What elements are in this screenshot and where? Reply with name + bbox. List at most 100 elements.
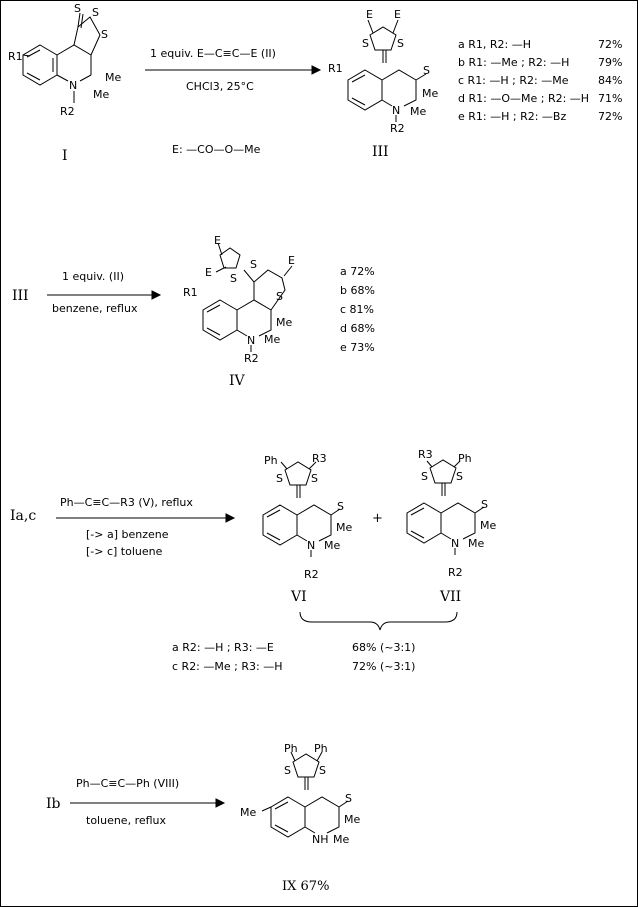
compound-IV-label: IV [229,373,246,389]
reagent-text: Ph—C≡C—R3 (V), reflux [60,496,193,509]
compound-III-start-label: III [12,288,29,304]
conditions-text: CHCl3, 25°C [186,80,254,93]
compound-VII-label: VII [439,589,461,605]
reagent-text: 1 equiv. (II) [62,270,124,283]
substituent-r2-label: R2 [244,352,259,365]
atom-s-label: S [101,28,108,41]
methyl-label: Me [422,87,438,100]
variants-table: a R1, R2: —H 72% b R1: —Me ; R2: —H 79% … [458,38,622,123]
atom-s-label: S [397,37,404,50]
atom-n-label: N [307,539,315,552]
variant-yield: 84% [598,74,622,87]
methyl-label: Me [410,105,426,118]
variant-desc: a R1, R2: —H [458,38,531,51]
variant-desc: b R1: —Me ; R2: —H [458,56,569,69]
scheme-2: III 1 equiv. (II) benzene, reflux E E E … [12,234,375,389]
substituent-r2-label: R2 [390,122,405,135]
methyl-label: Me [105,71,121,84]
methyl-label: Me [344,813,360,826]
atom-s-label: S [276,472,283,485]
phenyl-label: Ph [264,454,278,467]
atom-s-label: S [230,272,237,285]
variant-yield: 72% (~3:1) [352,660,415,673]
phenyl-label: Ph [284,742,298,755]
atom-s-label: S [421,470,428,483]
conditions-text: [-> c] toluene [86,545,163,558]
atom-s-label: S [92,6,99,19]
compound-I-structure [22,12,101,103]
plus-sign: + [372,511,383,526]
thione-s-label: S [481,498,488,511]
variant-yield: a 72% [340,265,375,278]
substituent-r1-label: R1 [183,286,198,299]
thione-s-label: S [337,500,344,513]
methyl-label: Me [93,88,109,101]
variant-yield: 79% [598,56,622,69]
reagent-text: 1 equiv. E—C≡C—E (II) [150,47,276,60]
substituent-r2-label: R2 [448,566,463,579]
ester-e-label: E [288,254,295,267]
compound-VI-label: VI [290,589,307,605]
conditions-text: toluene, reflux [86,814,167,827]
atom-s-label: S [319,764,326,777]
atom-s-label: S [456,470,463,483]
variant-desc: d R1: —O—Me ; R2: —H [458,92,589,105]
variant-yield: 72% [598,38,622,51]
methyl-label: Me [324,539,340,552]
substituent-r1-label: R1 [8,50,23,63]
variant-desc: c R2: —Me ; R3: —H [172,660,282,673]
variant-yield: d 68% [340,322,375,335]
compound-Iac-label: Ia,c [10,508,36,524]
ester-e-label: E [394,8,401,21]
product-brace [299,611,458,631]
methyl-label: Me [468,537,484,550]
compound-IV-structure [202,242,293,352]
e-definition-text: E: —CO—O—Me [172,143,261,156]
scheme-4: Ib Ph—C≡C—Ph (VIII) toluene, reflux Ph P… [46,742,360,894]
substituent-r2-label: R2 [304,568,319,581]
variant-yield: 71% [598,92,622,105]
methyl-label: Me [336,521,352,534]
compound-VI-structure [262,461,341,557]
methyl-label: Me [333,833,349,846]
variant-yield: 68% (~3:1) [352,641,415,654]
compound-III-structure [347,19,427,122]
compound-I-label: I [62,148,68,164]
atom-s-label: S [250,258,257,271]
atom-n-label: N [69,79,77,92]
scheme-3: Ia,c Ph—C≡C—R3 (V), reflux [-> a] benzen… [10,448,496,673]
conditions-text: benzene, reflux [52,302,138,315]
variant-yield: b 68% [340,284,375,297]
ester-e-label: E [205,266,212,279]
methyl-label: Me [276,316,292,329]
scheme-1: S S S R1 N R2 Me Me I 1 equiv. E—C≡C—E (… [8,2,622,164]
phenyl-label: Ph [314,742,328,755]
thione-s-label: S [423,64,430,77]
compound-IX-structure [261,751,349,838]
compound-VII-structure [406,459,485,555]
compound-IX-label: IX 67% [282,879,329,894]
substituent-r2-label: R2 [60,105,75,118]
atom-s-label: S [276,290,283,303]
phenyl-label: Ph [458,452,472,465]
variant-desc: e R1: —H ; R2: —Bz [458,110,566,123]
reagent-text: Ph—C≡C—Ph (VIII) [76,777,179,790]
variant-yield: 72% [598,110,622,123]
atom-nh-label: NH [312,833,329,846]
compound-III-label: III [372,144,389,160]
compound-Ib-label: Ib [46,796,61,812]
yields-list: a 72% b 68% c 81% d 68% e 73% [340,265,375,354]
atom-s-label: S [362,37,369,50]
variant-yield: c 81% [340,303,374,316]
methyl-label: Me [240,806,256,819]
conditions-text: [-> a] benzene [86,528,169,541]
atom-n-label: N [392,104,400,117]
variant-yield: e 73% [340,341,375,354]
substituent-r1-label: R1 [328,62,343,75]
substituent-r3-label: R3 [418,448,433,461]
atom-s-label: S [74,2,81,15]
atom-n-label: N [451,537,459,550]
methyl-label: Me [480,519,496,532]
ester-e-label: E [214,234,221,247]
